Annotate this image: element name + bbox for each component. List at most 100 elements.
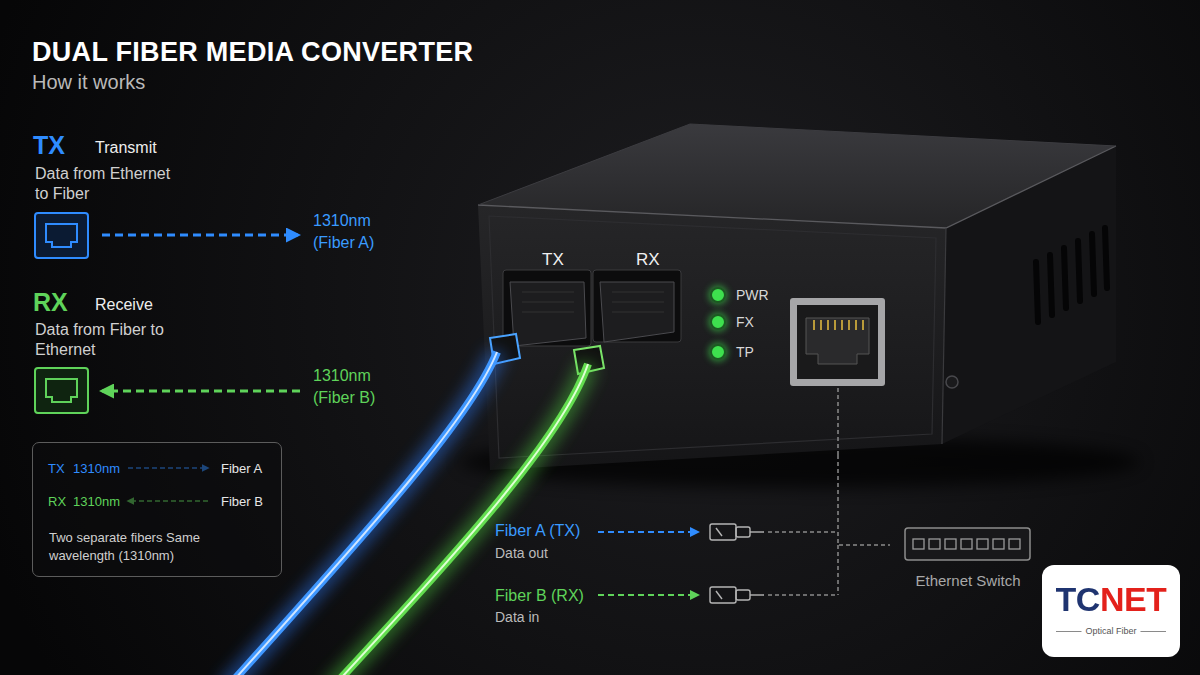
lead-lines	[768, 388, 838, 595]
fiber-b-cable	[330, 364, 588, 675]
direction-arrows	[598, 594, 698, 596]
media-converter	[478, 124, 1116, 205]
fiber-plug-icons	[716, 591, 722, 599]
sc-port-rx	[574, 270, 681, 374]
key-fiber: Fiber A	[221, 461, 262, 477]
switch-icon	[929, 539, 940, 549]
tx-name: Transmit	[95, 138, 157, 157]
rj45-port	[790, 298, 885, 386]
fiber-plug-icons	[750, 531, 764, 532]
port-label: TX	[542, 250, 564, 270]
vent-slots	[1036, 262, 1038, 322]
vent-slots	[1078, 241, 1080, 301]
vent-slots	[1064, 248, 1066, 308]
fiber-plug-icons	[750, 594, 764, 595]
sc-port-rx	[593, 270, 681, 342]
rj45-port	[797, 305, 878, 379]
fiber-b-cable	[330, 364, 588, 675]
key-wavelength: 1310nm	[73, 494, 120, 510]
switch-label: Ethernet Switch	[890, 572, 1046, 590]
tx-heading: TX	[33, 130, 65, 160]
port-label: RX	[636, 250, 660, 270]
fiber-plug-icons	[710, 524, 764, 603]
ethernet-icon-tx	[35, 213, 88, 258]
ethernet-icon-rx	[35, 368, 88, 413]
sc-port-tx	[522, 292, 574, 293]
status-leds	[711, 315, 725, 329]
rj45-port	[834, 320, 836, 330]
tx-description: Data from Ethernet to Fiber	[35, 164, 185, 204]
wavelength-label: 1310nm (Fiber A)	[313, 210, 393, 254]
brand-name: TCNET	[1056, 579, 1167, 620]
ethernet-icon-tx	[46, 224, 77, 247]
key-signal: TX	[48, 461, 65, 477]
rx-description: Data from Fiber to Ethernet	[35, 320, 185, 360]
ethernet-icon-rx	[46, 379, 77, 402]
sc-port-tx	[522, 302, 574, 303]
key-wavelength: 1310nm	[73, 461, 120, 477]
vent-slots	[1036, 228, 1107, 322]
media-converter-box: TX RX PWR FX TP	[475, 120, 1120, 455]
led-label: TP	[736, 344, 754, 360]
sc-port-tx	[522, 312, 574, 313]
title: DUAL FIBER MEDIA CONVERTER	[32, 36, 473, 68]
rj45-port	[820, 320, 822, 330]
rj45-port	[862, 320, 864, 330]
rj45-port	[848, 320, 850, 330]
status-leds	[708, 285, 728, 305]
vent-slots	[1050, 255, 1052, 315]
direction-arrows	[102, 390, 300, 393]
brand-tagline: Optical Fiber	[1081, 625, 1140, 637]
switch-icon	[961, 539, 972, 549]
switch-icon	[913, 539, 1020, 549]
vent-slots	[1092, 234, 1094, 294]
fiber-note: Data out	[495, 545, 548, 562]
ethernet-icon-tx	[35, 213, 88, 258]
fiber-plug-icons	[710, 524, 736, 540]
switch-icon	[913, 539, 924, 549]
key-signal: RX	[48, 494, 66, 510]
vent-slots	[1105, 228, 1107, 288]
rx-name: Receive	[95, 295, 153, 314]
lead-lines	[837, 388, 839, 455]
rx-heading: RX	[33, 287, 68, 317]
sc-port-rx	[612, 302, 664, 303]
sc-port-rx	[612, 292, 664, 293]
media-converter	[478, 124, 1116, 470]
key-note: Two separate fibers Same wavelength (131…	[49, 529, 224, 565]
led-label: PWR	[736, 287, 769, 303]
led-label: FX	[736, 314, 754, 330]
rj45-port	[841, 320, 843, 330]
status-leds	[711, 345, 725, 359]
direction-arrows	[598, 531, 698, 533]
fiber-note: Data in	[495, 609, 539, 626]
brand-logo: TCNET Optical Fiber	[1042, 565, 1180, 657]
fiber-plug-icons	[716, 528, 722, 536]
switch-icon	[945, 539, 956, 549]
media-converter	[478, 146, 1116, 228]
fiber-b-cable	[330, 364, 588, 675]
rj45-port	[806, 318, 869, 364]
sc-port-rx	[600, 282, 674, 342]
fiber-plug-icons	[736, 527, 750, 537]
switch-icon	[993, 539, 1004, 549]
rj45-port	[813, 320, 815, 330]
rj45-port	[790, 298, 885, 386]
sc-port-tx	[510, 282, 586, 346]
fiber-plug-icons	[736, 590, 750, 600]
switch-icon	[905, 528, 1030, 560]
subtitle: How it works	[32, 70, 145, 94]
switch-icon	[905, 528, 1030, 560]
rj45-port	[855, 320, 857, 330]
media-converter	[942, 146, 1116, 444]
lead-lines	[768, 594, 838, 596]
lead-lines	[837, 545, 839, 595]
sc-port-rx	[612, 312, 664, 313]
status-leds	[708, 285, 728, 362]
wavelength-label: 1310nm (Fiber B)	[313, 365, 393, 409]
network-cable	[838, 455, 890, 545]
switch-icon	[977, 539, 988, 549]
media-converter	[942, 228, 946, 444]
key-fiber: Fiber B	[221, 494, 263, 510]
